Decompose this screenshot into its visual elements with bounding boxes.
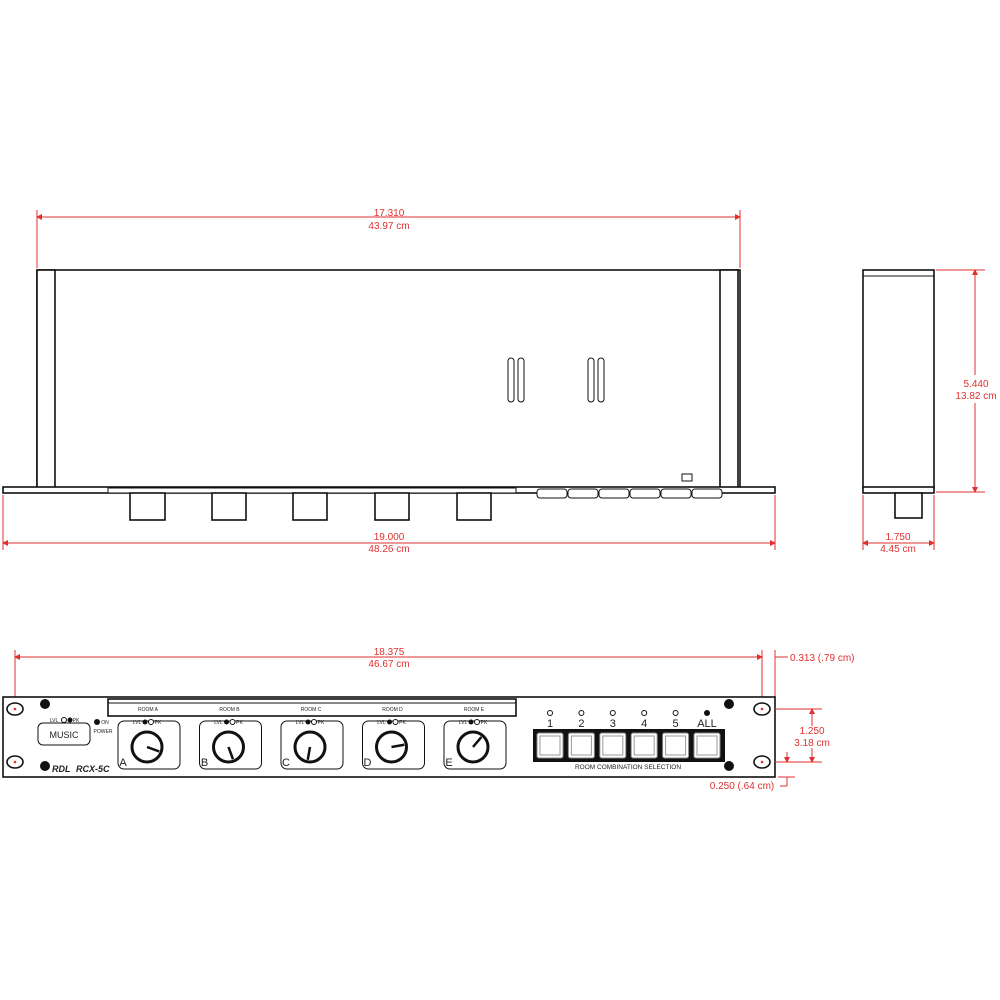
left-post — [36, 269, 56, 489]
lvl-label: LVL — [214, 720, 223, 726]
room-letter: D — [364, 757, 372, 769]
room-title: ROOM A — [138, 707, 159, 713]
music-label: MUSIC — [50, 730, 80, 740]
button-number: 2 — [578, 718, 584, 730]
button-bank — [533, 729, 725, 762]
selection-button[interactable] — [630, 732, 658, 759]
overall-cm: 48.26 cm — [368, 544, 409, 555]
music-pk-label: PK — [73, 718, 80, 724]
selection-button[interactable] — [662, 732, 690, 759]
buttons-top — [536, 488, 723, 499]
hole-span-in: 18.375 — [374, 647, 405, 658]
vents — [507, 357, 605, 403]
room-letter: A — [119, 757, 127, 769]
pk-label: PK — [481, 720, 488, 726]
selection-button[interactable] — [536, 732, 564, 759]
side-view: 5.440 13.82 cm 1.750 4.45 cm — [862, 269, 1000, 555]
room-letter: E — [445, 757, 452, 769]
jack — [681, 473, 693, 482]
power-label: POWER — [94, 729, 113, 735]
hole-bottom: 0.250 (.64 cm) — [710, 781, 774, 792]
room-title: ROOM B — [219, 707, 240, 713]
button-led — [672, 710, 679, 716]
knob-pointer — [391, 743, 405, 749]
front-view: 18.375 46.67 cm 0.313 (.79 cm) MUSIC LVL… — [2, 647, 854, 792]
brand: RDL — [52, 764, 71, 774]
room-title: ROOM D — [382, 707, 403, 713]
button-number: 5 — [673, 718, 679, 730]
room-module: ROOM E LVL PK E — [443, 707, 507, 770]
screws — [40, 699, 734, 771]
on-label: ON — [101, 720, 109, 726]
model: RCX-5C — [76, 764, 110, 774]
room-module: ROOM C LVL PK C — [280, 707, 344, 770]
pk-label: PK — [236, 720, 243, 726]
mounting-holes — [6, 702, 771, 769]
overall-in: 19.000 — [374, 532, 405, 543]
pk-label: PK — [318, 720, 325, 726]
lvl-label: LVL — [459, 720, 468, 726]
hole-span-cm: 46.67 cm — [368, 659, 409, 670]
button-number: 3 — [610, 718, 616, 730]
width-in: 17.310 — [374, 208, 405, 219]
width-cm: 43.97 cm — [368, 221, 409, 232]
room-module: ROOM B LVL PK B — [199, 707, 262, 770]
hole-spacing-cm: 3.18 cm — [794, 738, 830, 749]
depth-in: 1.750 — [885, 532, 910, 543]
knob-pointer — [306, 746, 312, 761]
lvl-label: LVL — [133, 720, 142, 726]
lvl-label: LVL — [296, 720, 305, 726]
selection-button[interactable] — [599, 732, 627, 759]
height-in: 5.440 — [963, 379, 988, 390]
selection-button[interactable] — [567, 732, 595, 759]
lvl-label: LVL — [377, 720, 386, 726]
button-led — [609, 710, 616, 716]
pk-label: PK — [155, 720, 162, 726]
button-led — [547, 710, 553, 716]
button-led — [578, 710, 585, 716]
hole-offset: 0.313 (.79 cm) — [790, 653, 854, 664]
height-cm: 13.82 cm — [955, 391, 996, 402]
button-led — [704, 710, 710, 716]
room-module: ROOM A LVL PK A — [117, 707, 181, 770]
room-module: ROOM D LVL PK D — [362, 707, 425, 770]
room-letter: C — [282, 757, 290, 769]
top-view: 17.310 43.97 cm — [2, 208, 776, 555]
power-led — [94, 719, 100, 725]
button-led — [641, 710, 648, 716]
room-title: ROOM C — [301, 707, 322, 713]
button-number: 1 — [547, 718, 553, 730]
room-title: ROOM E — [464, 707, 485, 713]
right-post — [719, 269, 739, 489]
button-number: 4 — [641, 718, 647, 730]
knob-pointer — [227, 746, 235, 760]
knob-pointer — [146, 745, 160, 753]
knob-pointer — [472, 736, 483, 748]
hole-spacing-in: 1.250 — [799, 726, 824, 737]
room-letter: B — [201, 757, 208, 769]
selection-button[interactable] — [693, 732, 721, 759]
button-number: ALL — [697, 718, 717, 730]
depth-cm: 4.45 cm — [880, 544, 916, 555]
music-lvl-label: LVL — [50, 718, 59, 724]
chassis-body — [36, 269, 741, 489]
selection-label: ROOM COMBINATION SELECTION — [575, 764, 681, 771]
knobs-top — [129, 492, 492, 521]
pk-label: PK — [399, 720, 406, 726]
